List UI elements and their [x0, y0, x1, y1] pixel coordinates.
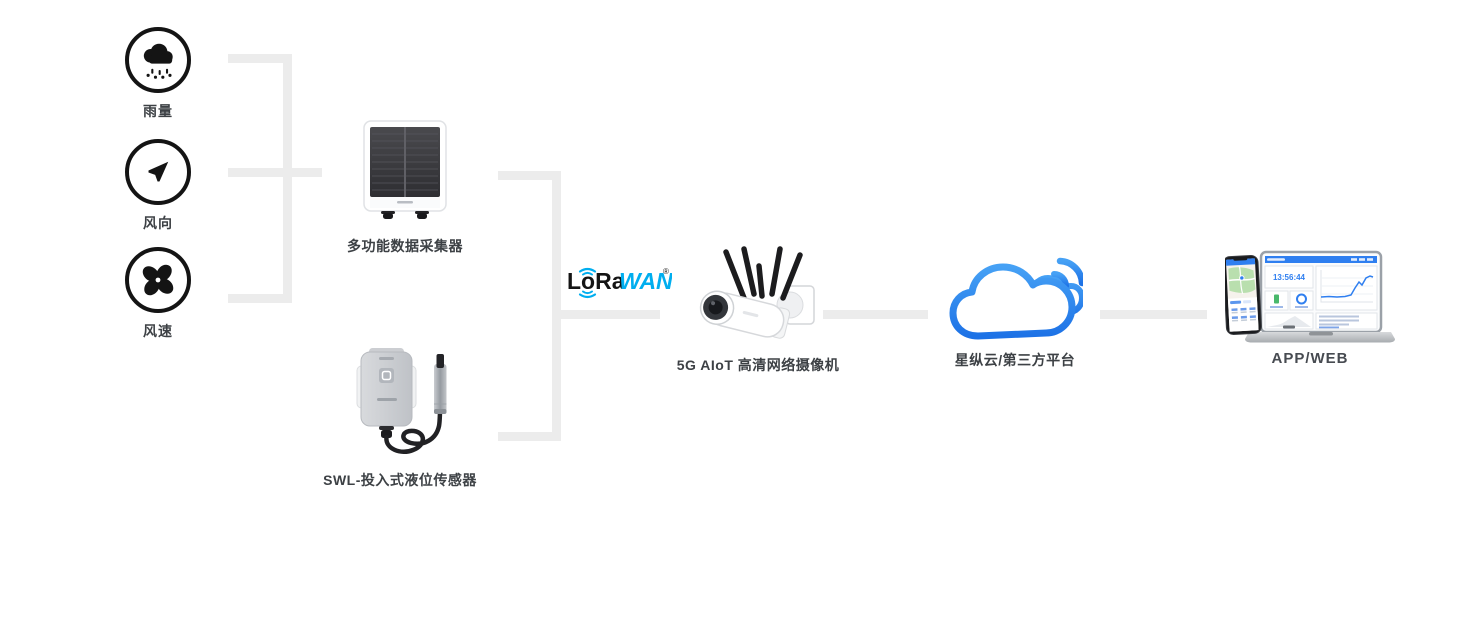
- node-camera: 5G AIoT 高清网络摄像机: [677, 246, 839, 375]
- node-cloud: 星纵云/第三方平台: [942, 252, 1088, 370]
- camera-device-image: [699, 246, 815, 339]
- connector-line: [823, 310, 928, 319]
- cloud-label: 星纵云/第三方平台: [954, 352, 1076, 368]
- connector-line: [498, 432, 561, 441]
- node-level-sensor: SWL-投入式液位传感器: [312, 346, 488, 490]
- connector-line: [228, 54, 289, 63]
- sensor-label: 风向: [143, 215, 173, 231]
- camera-label: 5G AIoT 高清网络摄像机: [676, 357, 840, 373]
- dashboard-time-value: 13:56:44: [1273, 273, 1306, 282]
- node-data-collector: 多功能数据采集器: [340, 120, 470, 256]
- sensor-label: 雨量: [143, 103, 173, 119]
- level-sensor-device-image: [356, 348, 446, 455]
- lorawan-registered-mark: ®: [663, 267, 669, 276]
- lorawan-text-blue: WAN: [619, 268, 672, 294]
- sensor-rainfall: 雨量: [125, 27, 191, 121]
- data-collector-device-image: [363, 120, 447, 219]
- sensor-wind-direction: 风向: [125, 139, 191, 233]
- level-sensor-label: SWL-投入式液位传感器: [323, 472, 477, 488]
- connector-line: [552, 171, 561, 441]
- connector-line: [1100, 310, 1207, 319]
- lorawan-text-black: LoRa: [567, 268, 625, 294]
- rain-icon: [125, 27, 191, 93]
- connector-line: [228, 168, 322, 177]
- wind-speed-icon: [125, 247, 191, 313]
- sensor-label: 风速: [143, 323, 173, 339]
- lorawan-logo: LoRa WAN ®: [566, 258, 673, 304]
- data-collector-label: 多功能数据采集器: [347, 238, 463, 254]
- connector-line: [228, 294, 289, 303]
- connector-line: [498, 171, 561, 180]
- sensor-wind-speed: 风速: [125, 247, 191, 341]
- cloud-icon: [949, 257, 1083, 340]
- phone-image: [1225, 254, 1262, 335]
- client-label: APP/WEB: [1271, 350, 1349, 367]
- wind-direction-icon: [125, 139, 191, 205]
- connector-line: [283, 54, 292, 303]
- laptop-phone-image: 13:56:44: [1225, 250, 1395, 343]
- connector-line: [552, 310, 660, 319]
- node-client: 13:56:44: [1222, 250, 1398, 367]
